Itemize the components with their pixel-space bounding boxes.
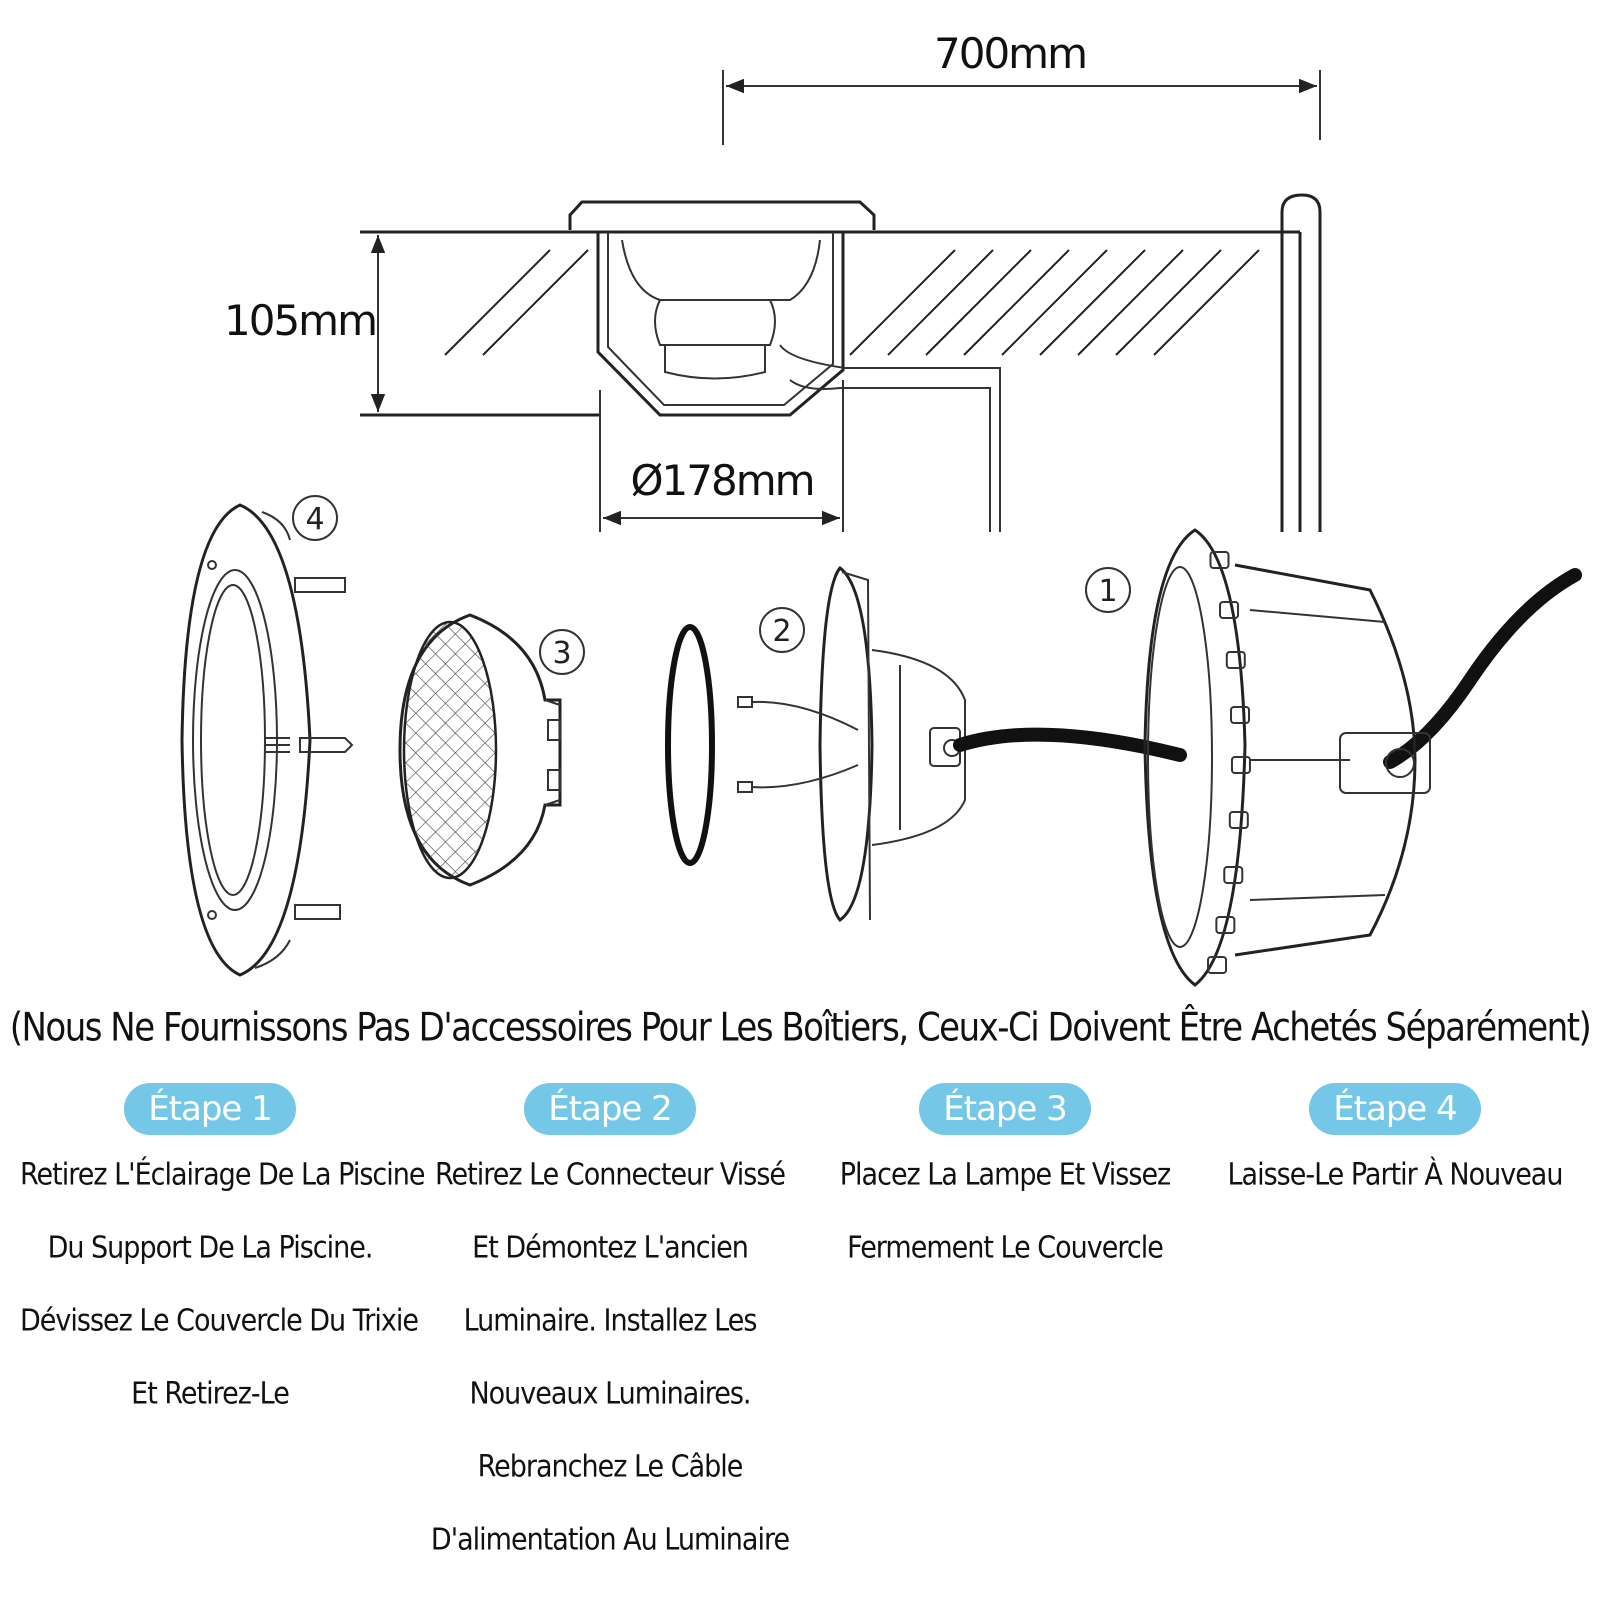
step-2-line: Nouveaux Luminaires. [469, 1376, 751, 1412]
svg-text:4: 4 [305, 502, 324, 537]
step-2-line: Rebranchez Le Câble [477, 1449, 744, 1485]
step-1-line: Du Support De La Piscine. [47, 1230, 374, 1266]
step-4-badge: Étape 4 [1309, 1083, 1481, 1135]
housing-bolt [1225, 651, 1246, 669]
hatch-line [444, 249, 551, 356]
diameter-dimension-label: Ø178mm [630, 456, 813, 505]
par-lamp-part [398, 613, 562, 887]
hatch-line [849, 249, 956, 356]
step-3: Étape 3 Placez La Lampe Et Vissez Fermem… [815, 1083, 1195, 1299]
accessories-note: (Nous Ne Fournissons Pas D'accessoires P… [9, 1005, 1592, 1051]
hatch-line [482, 249, 589, 356]
part-number-3: 3 [539, 629, 585, 675]
hatch-line [1153, 249, 1260, 356]
step-3-line: Placez La Lampe Et Vissez [839, 1157, 1171, 1193]
height-dimension-label: 105mm [224, 296, 376, 345]
part-number-4: 4 [292, 495, 338, 541]
svg-text:3: 3 [552, 636, 571, 671]
housing-bolt [1207, 956, 1228, 974]
part-number-2: 2 [759, 607, 805, 653]
hatch-line [1115, 249, 1222, 356]
step-1-line: Dévissez Le Couvercle Du Trixie [20, 1303, 419, 1339]
wall-hatching-left [444, 249, 589, 356]
step-4: Étape 4 Laisse-Le Partir À Nouveau [1205, 1083, 1585, 1226]
o-ring-gasket [665, 624, 715, 866]
step-3-line: Fermement Le Couvercle [847, 1230, 1164, 1266]
hatch-line [925, 249, 1032, 356]
housing-bolt [1230, 756, 1251, 774]
power-cable-end [1383, 568, 1582, 769]
step-2-line: D'alimentation Au Luminaire [430, 1522, 790, 1558]
hatch-line [963, 249, 1070, 356]
housing-bolt [1209, 551, 1230, 569]
step-1-line: Et Retirez-Le [131, 1376, 290, 1412]
step-2-badge: Étape 2 [524, 1083, 696, 1135]
housing-bolt [1219, 601, 1240, 619]
hatch-line [1039, 249, 1146, 356]
housing-bolt [1230, 706, 1251, 724]
svg-text:2: 2 [772, 614, 791, 649]
step-3-badge: Étape 3 [919, 1083, 1091, 1135]
housing-bolt [1223, 866, 1244, 884]
step-2-line: Et Démontez L'ancien [472, 1230, 749, 1266]
step-2: Étape 2 Retirez Le Connecteur Vissé Et D… [420, 1083, 800, 1591]
step-1: Étape 1 Retirez L'Éclairage De La Piscin… [20, 1083, 426, 1445]
step-1-line: Retirez L'Éclairage De La Piscine [20, 1157, 426, 1193]
hatch-line [887, 249, 994, 356]
svg-text:1: 1 [1098, 574, 1117, 609]
step-2-line: Luminaire. Installez Les [463, 1303, 758, 1339]
part-number-1: 1 [1085, 567, 1131, 613]
installation-diagram: 700mm 105mm Ø178mm [180, 29, 1582, 987]
step-4-line: Laisse-Le Partir À Nouveau [1227, 1157, 1564, 1193]
hatch-line [1001, 249, 1108, 356]
housing-bolt [1215, 916, 1236, 934]
wall-hatching-right [849, 249, 1260, 356]
step-1-badge: Étape 1 [124, 1083, 296, 1135]
niche-housing-part [1143, 528, 1431, 987]
housing-bolt [1228, 811, 1249, 829]
face-ring-part [180, 503, 354, 977]
hatch-line [1077, 249, 1184, 356]
power-cable [953, 727, 1187, 762]
pool-wall-cross-section: 700mm 105mm Ø178mm [224, 29, 1322, 532]
width-dimension-label: 700mm [934, 29, 1086, 78]
step-2-line: Retirez Le Connecteur Vissé [434, 1157, 786, 1193]
